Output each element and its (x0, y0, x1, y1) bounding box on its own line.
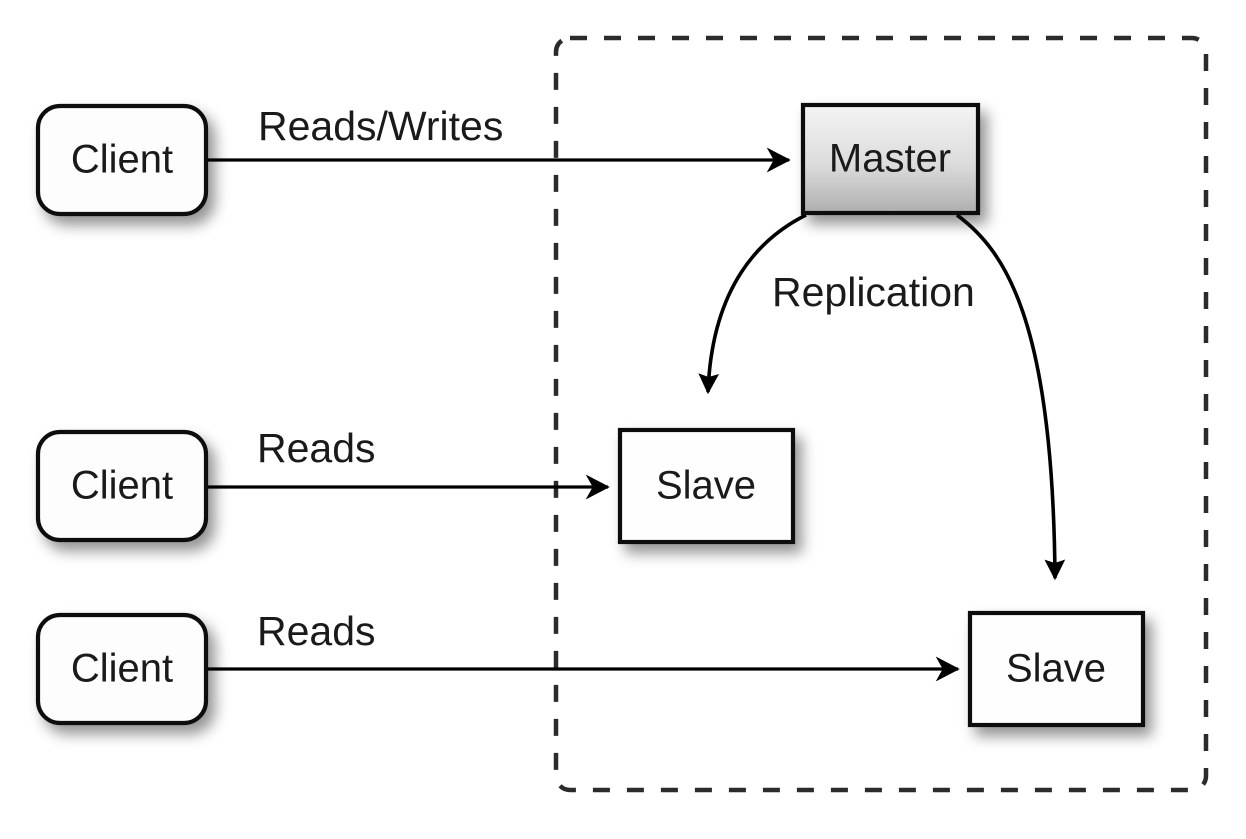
client-2-label: Client (71, 464, 173, 508)
edge-label-replication: Replication (772, 269, 975, 315)
node-client-3[interactable]: Client (35, 612, 209, 726)
node-slave-2[interactable]: Slave (967, 610, 1146, 728)
master-shape[interactable] (800, 102, 981, 216)
slave-2-shape[interactable] (967, 610, 1146, 728)
slave-2-label: Slave (1006, 647, 1106, 691)
node-master[interactable]: Master (800, 102, 981, 216)
node-client-1[interactable]: Client (35, 103, 209, 217)
edge-label-reads-2: Reads (257, 608, 376, 654)
edge-master-slave1-curve (698, 213, 807, 395)
client-2-shape[interactable] (35, 429, 209, 543)
edge-label-reads-1: Reads (257, 425, 376, 471)
edge-master-slave2-curve (955, 213, 1066, 581)
client-1-label: Client (71, 138, 173, 182)
slave-1-label: Slave (656, 464, 756, 508)
edge-label-reads-writes: Reads/Writes (258, 103, 503, 149)
node-client-2[interactable]: Client (35, 429, 209, 543)
client-3-shape[interactable] (35, 612, 209, 726)
node-slave-1[interactable]: Slave (617, 427, 796, 545)
slave-1-shape[interactable] (617, 427, 796, 545)
client-1-shape[interactable] (35, 103, 209, 217)
master-label: Master (829, 137, 951, 181)
database-cluster-boundary (553, 35, 1209, 793)
client-3-label: Client (71, 647, 173, 691)
